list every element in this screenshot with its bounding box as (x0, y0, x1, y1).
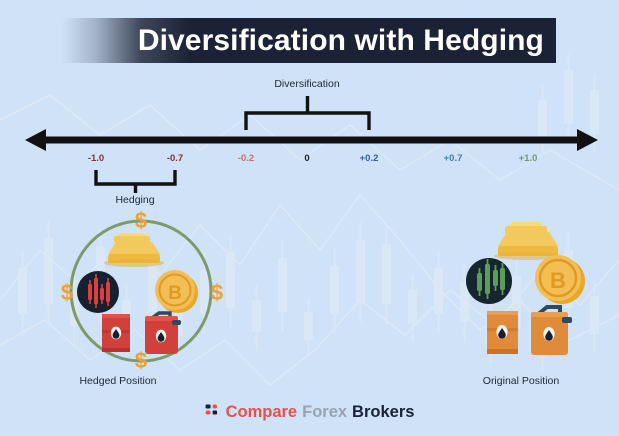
tick-label-neg1: -1.0 (87, 153, 105, 164)
logo-text-compare: Compare (225, 403, 298, 421)
tick-label-neg07: -0.7 (166, 153, 184, 164)
hedging-bracket-shape (94, 170, 177, 193)
dollar-sign-icon-left: $ (61, 280, 73, 305)
axis-arrowhead-right (577, 129, 598, 151)
stock-chart-icon (77, 271, 119, 313)
hedging-label: Hedging (115, 194, 155, 206)
gold-bars-icon (104, 233, 164, 267)
tick-label-pos07: +0.7 (443, 153, 463, 164)
gold-bars-icon (494, 222, 562, 260)
correlation-axis-arrow (25, 129, 598, 151)
title-banner: Diversification with Hedging (62, 18, 556, 63)
bitcoin-coin-icon: B (155, 270, 198, 313)
dollar-sign-icon-right: $ (211, 280, 223, 305)
dollar-sign-icon-bottom: $ (135, 348, 147, 373)
oil-barrel-icon (487, 311, 518, 354)
tick-label-pos1: +1.0 (518, 153, 538, 164)
brand-logo[interactable]: Compare Forex Brokers (205, 403, 415, 421)
logo-mark-icon (205, 404, 217, 415)
jerry-can-icon (145, 311, 181, 354)
jerry-can-icon (531, 305, 572, 355)
hedged-position-group: $ $ $ $ B (61, 208, 223, 373)
tick-label-zero: 0 (304, 153, 310, 164)
original-position-group: B (466, 222, 585, 355)
tick-label-pos02: +0.2 (359, 153, 379, 164)
axis-arrowhead-left (25, 129, 46, 151)
diversification-label: Diversification (274, 78, 340, 90)
stock-chart-icon (466, 258, 512, 304)
hedge-ring (69, 219, 213, 363)
page-title: Diversification with Hedging (137, 23, 544, 57)
svg-text:B: B (550, 268, 566, 293)
logo-text-forex: Forex (302, 403, 348, 421)
original-position-caption: Original Position (482, 375, 560, 387)
oil-barrel-icon (102, 314, 130, 352)
diversification-bracket-shape (244, 96, 371, 130)
tick-label-neg02: -0.2 (237, 153, 255, 164)
dollar-sign-icon-top: $ (135, 208, 147, 233)
logo-text-brokers: Brokers (352, 403, 415, 421)
bitcoin-coin-icon: B (535, 255, 585, 304)
hedged-position-caption: Hedged Position (79, 375, 157, 387)
svg-text:B: B (168, 283, 182, 304)
